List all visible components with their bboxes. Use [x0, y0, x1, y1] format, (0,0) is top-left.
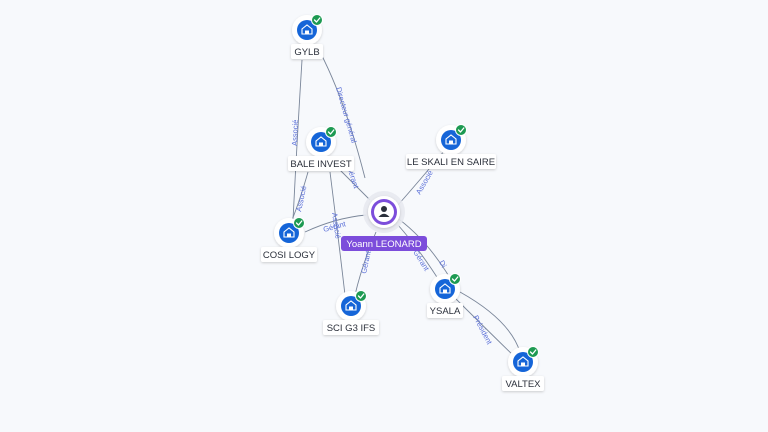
building-icon: [283, 227, 295, 238]
company-badge: [341, 296, 361, 316]
edge-gylb-cosi: [292, 59, 303, 221]
company-node-ysala[interactable]: YSALA: [427, 273, 463, 319]
edge-label-person-ysala-2: Di: [437, 259, 448, 270]
building-icon: [345, 300, 357, 311]
company-badge: [513, 352, 533, 372]
company-label-bg: [406, 154, 496, 169]
check-icon: [311, 14, 323, 26]
company-badge: [279, 223, 299, 243]
company-nodes: GYLB BALE INVEST LE SKALI EN SAIRE COSI LOG…: [261, 14, 544, 392]
company-node-valtex[interactable]: VALTEX: [502, 346, 544, 392]
company-name-label: VALTEX: [505, 379, 541, 390]
company-label-bg: [288, 156, 354, 171]
company-name-label: SCI G3 IFS: [327, 323, 376, 334]
check-icon: [455, 124, 467, 136]
edge-gylb-person: [319, 51, 366, 179]
person-name-label: Yoann LEONARD: [346, 239, 421, 250]
edge-label-ysala-valtex: Président: [471, 314, 494, 347]
company-badge: [297, 20, 317, 40]
company-node-gylb[interactable]: GYLB: [291, 14, 323, 60]
check-icon: [449, 273, 461, 285]
edge-label-gylb-person: Directeur général: [334, 86, 359, 144]
edges: [291, 51, 521, 359]
building-icon: [445, 134, 457, 145]
company-badge: [435, 279, 455, 299]
company-node-cosi[interactable]: COSI LOGY: [261, 217, 317, 263]
edge-label-gylb-cosi: Associé: [290, 120, 300, 147]
building-icon: [301, 24, 313, 35]
person-node[interactable]: Yoann LEONARD: [341, 191, 427, 251]
building-icon: [439, 283, 451, 294]
edge-ysala-valtex: [451, 294, 517, 359]
check-icon: [293, 217, 305, 229]
building-icon: [517, 356, 529, 367]
company-badge: [311, 132, 331, 152]
edge-label-person-ysala: Gérant: [411, 248, 431, 273]
company-node-scig3[interactable]: SCI G3 IFS: [323, 290, 379, 336]
company-name-label: YSALA: [430, 306, 461, 317]
edge-bale-scig3: [329, 171, 346, 296]
check-icon: [355, 290, 367, 302]
edge-label-bale-scig3: Associé: [330, 212, 343, 239]
company-name-label: COSI LOGY: [263, 250, 316, 261]
company-label-bg: [427, 303, 463, 318]
person-icon: [378, 206, 390, 217]
company-label-bg: [502, 376, 544, 391]
company-name-label: BALE INVEST: [290, 159, 351, 170]
company-name-label: GYLB: [294, 47, 319, 58]
edge-bale-person: [339, 169, 371, 201]
company-badge: [441, 130, 461, 150]
edge-label-person-scig3: Gérant: [359, 249, 373, 274]
person-label-bg: [341, 236, 427, 251]
company-name-label: LE SKALI EN SAIRE: [407, 157, 495, 168]
company-label-bg: [291, 44, 323, 59]
building-icon: [315, 136, 327, 147]
edge-label-bale-cosi: Associé: [294, 185, 308, 213]
company-label-bg: [261, 247, 317, 262]
company-label-bg: [323, 320, 379, 335]
edge-person-cosi: [304, 214, 367, 233]
edge-ysala-valtex-2: [459, 291, 521, 353]
company-node-bale[interactable]: BALE INVEST: [288, 126, 354, 172]
check-icon: [527, 346, 539, 358]
company-node-skali[interactable]: LE SKALI EN SAIRE: [406, 124, 496, 170]
check-icon: [325, 126, 337, 138]
edge-bale-cosi: [291, 171, 309, 221]
